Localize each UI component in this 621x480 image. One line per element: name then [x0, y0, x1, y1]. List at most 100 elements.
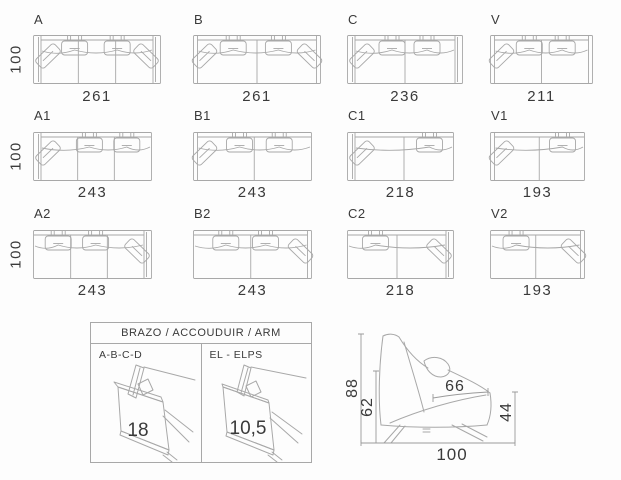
sofa-topview-A: [33, 35, 161, 84]
sofa-outline: [33, 230, 152, 279]
corner-pillow-left: [35, 140, 61, 166]
width-dimension-A: 261: [82, 88, 112, 105]
seat-pillow: [413, 40, 441, 56]
sofa-topview-A1: [33, 132, 152, 181]
corner-pillow-left: [35, 43, 61, 69]
seat-pillow: [113, 137, 141, 153]
sofa-topview-B1: [191, 132, 312, 181]
back-cushion-wave: [34, 244, 144, 249]
sofa-outline: [347, 132, 454, 181]
sofa-outline: [193, 132, 312, 181]
dim-total-height: 88: [344, 378, 361, 398]
model-label-C2: C2: [348, 206, 366, 221]
dim-seat-depth: 66: [445, 378, 465, 395]
corner-pillow: [133, 43, 159, 69]
corner-pillow: [560, 238, 587, 264]
back-cushion-wave: [198, 146, 311, 151]
corner-pillow-right: [133, 43, 159, 69]
pillow-detail: [433, 245, 445, 257]
pillow-detail: [42, 147, 54, 159]
pillow-detail: [131, 245, 143, 257]
armchair-arm-rail: [447, 369, 491, 394]
pillow-detail: [199, 147, 210, 159]
arm-back-diagonal: [250, 366, 306, 379]
width-dimension-V: 211: [527, 88, 556, 105]
width-dimension-V2: 193: [522, 282, 553, 299]
model-label-C1: C1: [348, 108, 366, 123]
sofa-outline: [33, 35, 161, 84]
seat-pillow: [502, 235, 530, 251]
corner-pillow-left: [191, 43, 218, 69]
back-cushion-wave: [495, 146, 584, 151]
pillow-detail: [568, 245, 579, 257]
pillow-detail: [42, 50, 54, 62]
arm-bottom-strip: [225, 431, 274, 456]
corner-pillow-left: [349, 140, 375, 166]
arm-cell-el-elps-label: EL - ELPS: [209, 349, 263, 361]
corner-pillow-left: [349, 43, 375, 69]
model-label-V2: V2: [491, 206, 508, 221]
seat-pillow: [226, 137, 253, 153]
dim-arm-height: 62: [359, 397, 376, 417]
sofa-outline: [193, 230, 312, 279]
pillow-detail: [496, 50, 507, 62]
sofa-topview-C1: [347, 132, 454, 181]
sofa-outline: [490, 230, 585, 279]
armchair-back-top: [382, 333, 400, 338]
arm-box-cells: A-B-C-D 18 EL - ELPS: [91, 344, 311, 463]
back-cushion-wave: [491, 244, 580, 249]
corner-pillow-right: [426, 238, 452, 264]
corner-pillow: [35, 43, 61, 69]
arm-seat-lines: [162, 409, 194, 443]
width-dimension-A1: 243: [77, 184, 108, 201]
arm-cell-abcd: A-B-C-D 18: [91, 344, 201, 463]
corner-pillow: [349, 43, 375, 69]
arm-cell-el-elps: EL - ELPS 10,5: [200, 344, 312, 463]
seat-pillow: [549, 137, 576, 153]
corner-pillow-left: [488, 140, 515, 166]
back-cushion-wave: [194, 244, 307, 249]
back-cushion-wave: [41, 146, 151, 151]
sofa-topview-B: [191, 35, 323, 84]
sofa-outline: [193, 35, 321, 84]
dim-total-depth: 100: [436, 445, 467, 464]
model-label-A1: A1: [34, 108, 51, 123]
arm-spec-box: BRAZO / ACCOUDUIR / ARM A-B-C-D 18 EL -: [90, 322, 312, 463]
width-dimension-V1: 193: [522, 184, 553, 201]
arm-cushion-wedge: [245, 380, 261, 398]
armchair-front-edge: [486, 392, 492, 426]
seat-pillow: [515, 40, 543, 56]
corner-pillow-left: [488, 43, 515, 69]
dim-line-100: [360, 440, 516, 446]
dim-line-44: [512, 391, 518, 443]
dim-line-66: [432, 388, 489, 402]
seat-pillow: [219, 40, 247, 56]
back-cushion-wave: [41, 49, 153, 54]
arm-box-title: BRAZO / ACCOUDUIR / ARM: [91, 323, 311, 344]
width-dimension-B1: 243: [237, 184, 268, 201]
wide-arm-sketch: 18: [113, 364, 196, 463]
corner-pillow-right: [560, 238, 587, 264]
armchair-headrest-cushion: [423, 356, 451, 378]
corner-pillow-left: [191, 140, 218, 166]
corner-pillow: [124, 238, 150, 264]
corner-pillow-right: [296, 43, 323, 69]
arm-cushion-wedge: [137, 378, 154, 396]
corner-pillow: [349, 140, 375, 166]
corner-pillow: [35, 140, 61, 166]
narrow-arm-width-value: 10,5: [229, 418, 266, 439]
width-dimension-A2: 243: [77, 282, 108, 299]
seat-pillow: [61, 40, 89, 56]
model-label-V: V: [491, 12, 501, 27]
arm-back-diagonal: [143, 366, 196, 381]
sofa-outline: [33, 132, 152, 181]
pillow-detail: [496, 147, 507, 159]
arm-seat-lines: [269, 411, 302, 444]
armchair-backrest-front: [398, 336, 429, 369]
seat-pillow: [75, 137, 103, 153]
pillow-detail: [295, 245, 306, 257]
corner-pillow: [287, 238, 314, 264]
sofa-topview-A2: [33, 230, 152, 279]
depth-label-A2: 100: [7, 239, 25, 269]
